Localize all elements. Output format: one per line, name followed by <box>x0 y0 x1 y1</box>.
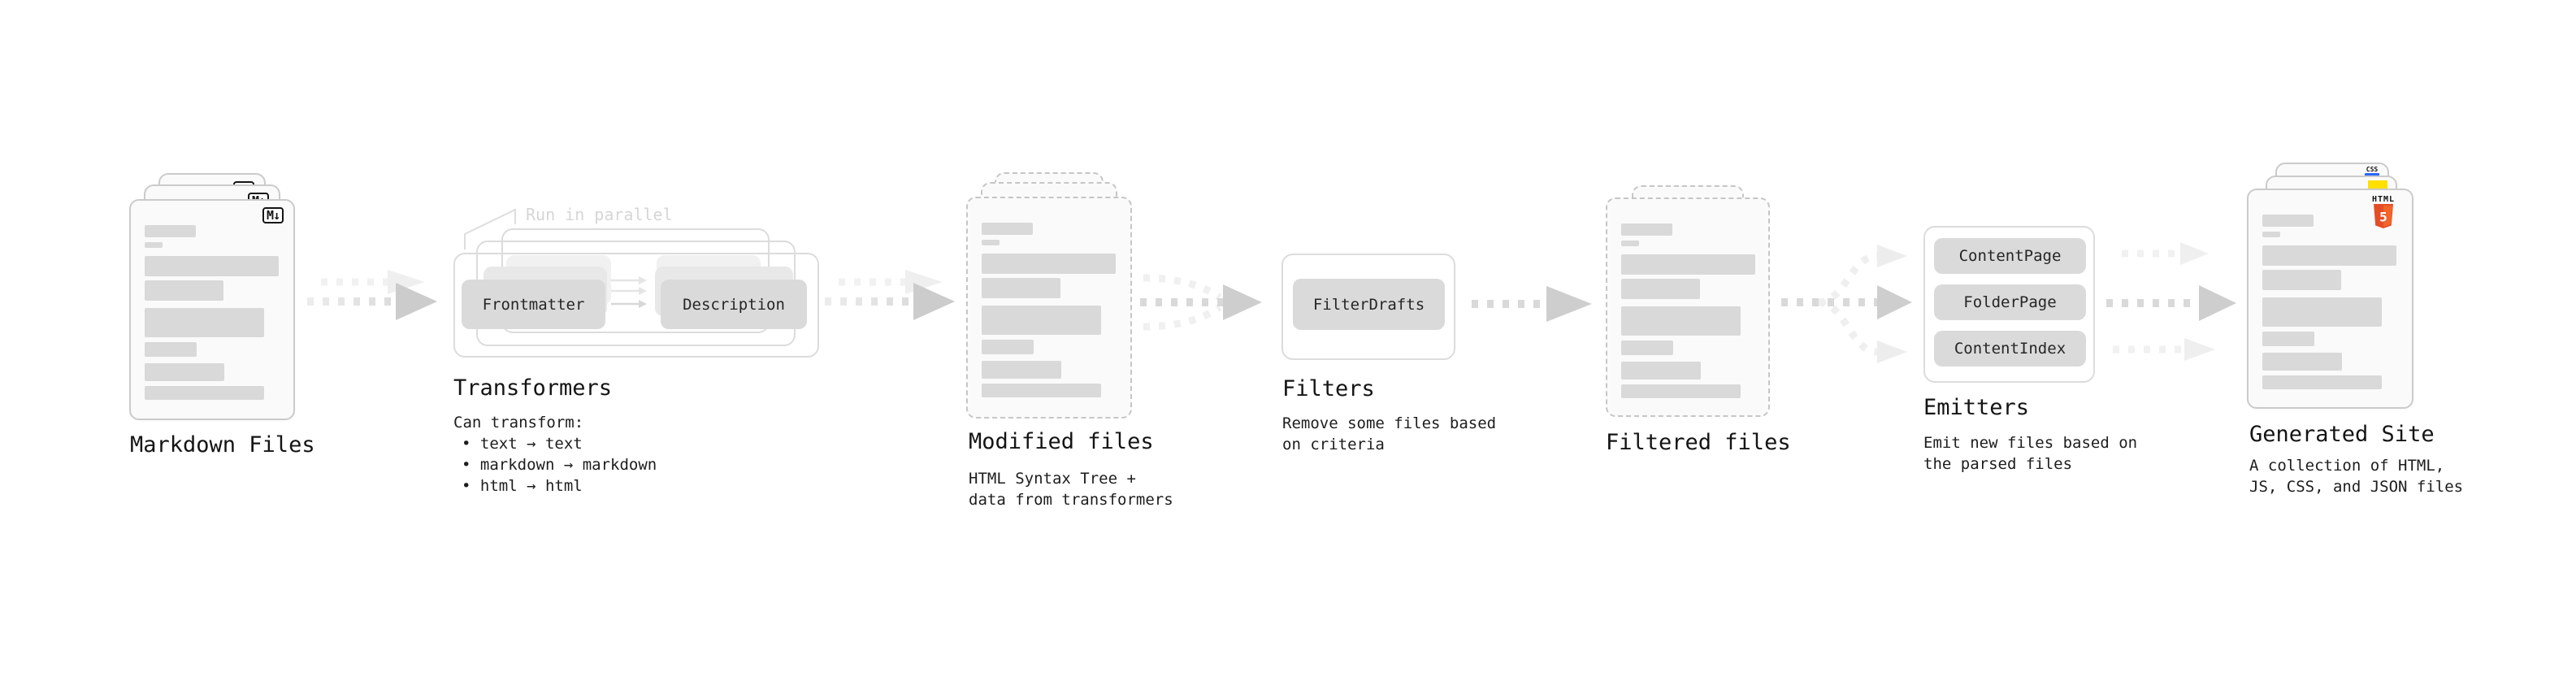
stage-title-emitters: Emitters <box>1923 395 2030 420</box>
modified-files-stack <box>966 172 1132 419</box>
js-file-icon <box>2368 180 2387 189</box>
emitters-frame <box>1923 226 2095 383</box>
emitters-desc-line: the parsed files <box>1923 455 2073 473</box>
svg-text:5: 5 <box>2379 210 2387 225</box>
transformer-pill-frontmatter: Frontmatter <box>462 280 605 329</box>
emitter-pill-contentindex: ContentIndex <box>1934 331 2086 367</box>
transformers-frame-front <box>453 253 819 358</box>
markdown-file-card-front: M↓ <box>129 199 295 420</box>
arrow-emitters-to-site-icon <box>2106 242 2236 361</box>
emitters-desc-line: Emit new files based on <box>1923 434 2138 452</box>
transform-bullet: • markdown → markdown <box>462 456 657 474</box>
arrow-filtered-to-emitters-icon <box>1781 245 1912 363</box>
modified-desc-line: HTML Syntax Tree + <box>969 470 1136 488</box>
filters-desc-line: Remove some files based <box>1282 414 1497 432</box>
arrow-filters-to-filtered-icon <box>1472 286 1592 322</box>
emitter-pill-contentpage: ContentPage <box>1934 238 2086 274</box>
stage-title-filtered-files: Filtered files <box>1606 430 1791 455</box>
doc-content-bars <box>982 223 1117 397</box>
site-desc-line: JS, CSS, and JSON files <box>2249 478 2464 496</box>
transformers-desc-heading: Can transform: <box>453 414 584 432</box>
css-file-icon: CSS <box>2365 167 2379 176</box>
filters-frame <box>1281 254 1455 360</box>
stage-title-markdown-files: Markdown Files <box>130 432 315 458</box>
generated-site-stack: CSS HTML 5 <box>2247 163 2413 409</box>
run-in-parallel-note: Run in parallel <box>526 205 673 224</box>
css-underline <box>2365 173 2379 176</box>
modified-desc-line: data from transformers <box>969 491 1173 509</box>
markdown-files-stack: M↓ M↓ M↓ <box>129 173 295 420</box>
emitters-description: Emit new files based on the parsed files <box>1923 432 2137 475</box>
doc-content-bars <box>145 225 280 400</box>
markdown-icon: M↓ <box>262 207 284 223</box>
parallel-arrows-icon <box>611 276 647 308</box>
filtered-file-card-front <box>1606 197 1770 417</box>
modified-files-description: HTML Syntax Tree + data from transformer… <box>969 468 1173 510</box>
filter-pill-filterdrafts: FilterDrafts <box>1293 279 1445 330</box>
stage-title-generated-site: Generated Site <box>2249 422 2435 447</box>
stage-title-modified-files: Modified files <box>969 429 1154 454</box>
transform-bullet: • html → html <box>462 477 583 495</box>
modified-file-card-front <box>966 197 1132 419</box>
doc-content-bars <box>1621 223 1755 398</box>
transformer-pill-description: Description <box>661 280 807 329</box>
filters-desc-line: on criteria <box>1282 436 1385 453</box>
stage-title-filters: Filters <box>1282 376 1375 401</box>
filtered-files-stack <box>1606 185 1770 417</box>
arrow-transformers-to-modified-icon <box>825 270 955 320</box>
filters-description: Remove some files based on criteria <box>1282 413 1496 455</box>
transform-bullet: • text → text <box>462 435 583 453</box>
doc-content-bars <box>2262 215 2398 389</box>
transformers-description: Can transform: • text → text • markdown … <box>453 412 657 497</box>
arrow-modified-to-filters-icon <box>1140 274 1262 331</box>
html5-icon: HTML 5 <box>2365 195 2402 232</box>
site-desc-line: A collection of HTML, <box>2249 457 2445 475</box>
stage-title-transformers: Transformers <box>453 375 613 401</box>
generated-site-description: A collection of HTML, JS, CSS, and JSON … <box>2249 455 2463 497</box>
note-leader-line <box>464 208 516 249</box>
arrow-markdown-to-transformers-icon <box>307 270 437 320</box>
html5-shield-icon: 5 <box>2374 204 2393 228</box>
emitter-pill-folderpage: FolderPage <box>1934 284 2086 320</box>
site-file-card-html: HTML 5 <box>2247 189 2413 409</box>
